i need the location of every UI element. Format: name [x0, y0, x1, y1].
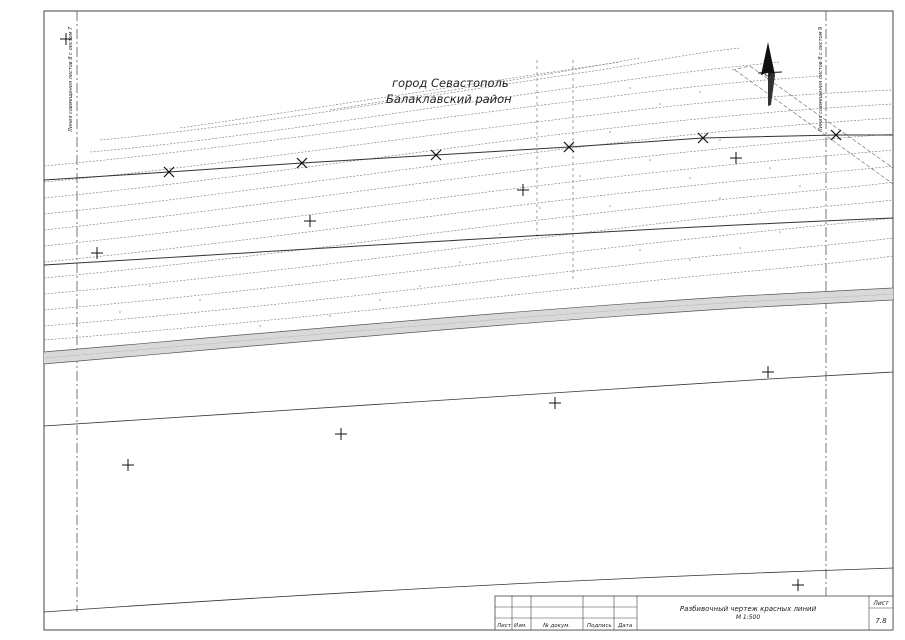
turning-points [163, 129, 842, 178]
match-line-left-label: Линия совмещения листов 8 с листом 7 [68, 26, 74, 133]
turning-point [296, 157, 308, 169]
header-doc: № докум. [542, 623, 570, 629]
red-line-lower-1 [43, 371, 894, 427]
header-izm: Изм. [514, 623, 527, 629]
red-line-middle [43, 217, 894, 266]
match-line-right-label: Линия совмещения листов 8 с листом 9 [818, 27, 824, 133]
grid-cross [549, 397, 561, 409]
grid-cross [335, 428, 347, 440]
drawing-title: Разбивочный чертеж красных линий [680, 605, 817, 613]
contour-lines [43, 47, 894, 341]
drawing-scale: М 1:500 [736, 614, 761, 621]
grid-cross [122, 459, 134, 471]
drawing-frame [43, 10, 894, 631]
grid-cross [91, 247, 103, 259]
grid-cross [762, 366, 774, 378]
turning-point [830, 129, 842, 141]
turning-point [430, 149, 442, 161]
sheet-number: 7.8 [875, 617, 887, 625]
district-label: Балаклавский район [386, 92, 512, 106]
city-label: город Севастополь [392, 76, 509, 90]
title-block: Лист Изм. № докум. Подпись Дата Разбивоч… [494, 595, 894, 631]
grid-cross [60, 33, 72, 45]
header-list: Лист [496, 623, 512, 629]
turning-point [563, 141, 575, 153]
header-date: Дата [617, 623, 633, 629]
grid-cross [517, 184, 529, 196]
red-line-lower-2 [43, 567, 894, 613]
grid-cross [792, 579, 804, 591]
turning-point [697, 132, 709, 144]
grid-cross [304, 215, 316, 227]
grid-cross [730, 152, 742, 164]
grid-crosses [60, 33, 804, 591]
north-arrow-icon [757, 42, 783, 106]
diagonal-road [731, 65, 894, 185]
red-line-upper [43, 134, 893, 181]
hatched-band [43, 287, 894, 365]
header-sign: Подпись [587, 623, 612, 629]
terrain-marks [119, 87, 801, 327]
red-lines [43, 134, 894, 613]
turning-point [163, 166, 175, 178]
sheet-label: Лист [872, 600, 889, 607]
